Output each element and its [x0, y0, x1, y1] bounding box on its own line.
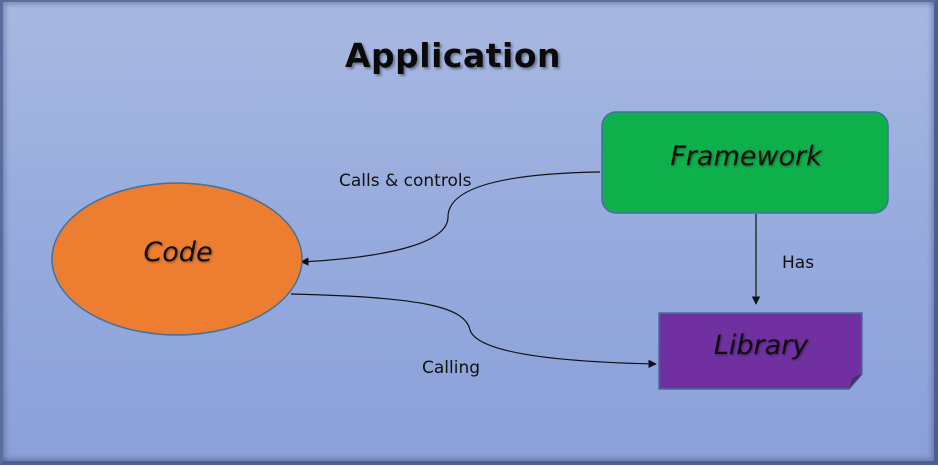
- library-label: Library: [714, 330, 809, 361]
- edge-label-calling: Calling: [422, 358, 480, 378]
- edge-label-has: Has: [782, 253, 814, 273]
- framework-shape: [601, 111, 889, 214]
- diagram-title: Application: [345, 36, 561, 75]
- diagram-svg: Framework Code Library Calls & controls …: [51, 111, 889, 390]
- edge-label-calls-controls: Calls & controls: [339, 171, 472, 191]
- library-folded-corner: [849, 374, 862, 389]
- code-shape: [51, 182, 303, 336]
- code-label: Code: [143, 237, 212, 268]
- edge-code-to-library: [290, 293, 657, 369]
- node-code[interactable]: Code: [51, 182, 303, 336]
- framework-label: Framework: [670, 141, 823, 172]
- node-library[interactable]: Library: [658, 312, 863, 390]
- node-framework[interactable]: Framework: [601, 111, 889, 214]
- edge-framework-to-code: [300, 171, 601, 266]
